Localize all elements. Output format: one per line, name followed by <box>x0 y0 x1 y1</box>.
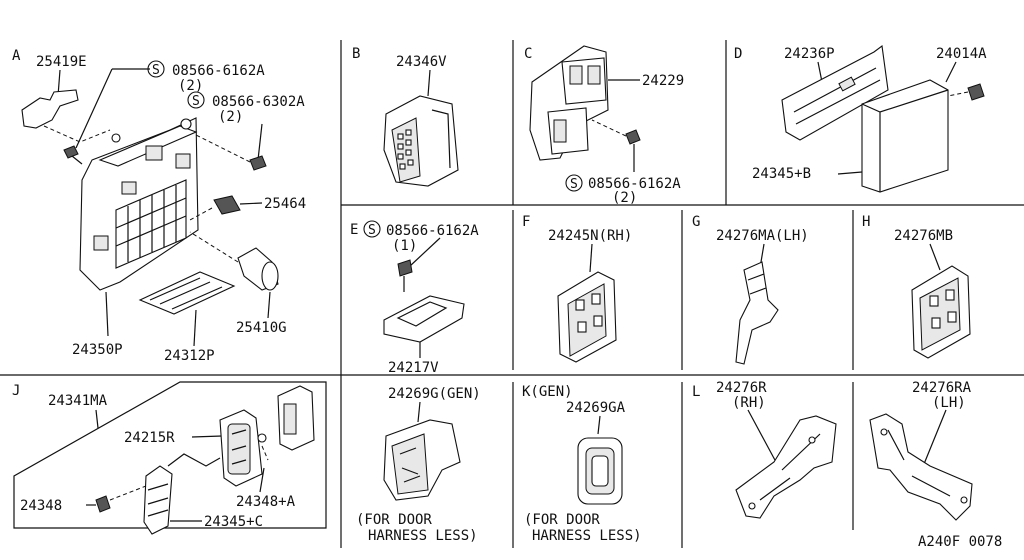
part-label-25419e: 25419E <box>36 54 87 70</box>
section-h: H 24276MB <box>862 214 971 359</box>
relay-socket <box>145 145 163 161</box>
part-label-24312p: 24312P <box>164 348 215 364</box>
note-k-line1: (FOR DOOR <box>524 512 600 528</box>
part-label-25410g: 25410G <box>236 320 287 336</box>
relay-socket <box>121 181 137 195</box>
relay-socket <box>93 235 109 251</box>
section-c-letter: C <box>524 46 532 62</box>
part-label-08566-6162a-c: 08566-6162A <box>588 176 681 192</box>
section-k: K(GEN) 24269GA (FOR DOOR HARNESS LESS) <box>522 384 642 544</box>
part-label-25464: 25464 <box>264 196 306 212</box>
part-label-24276mb: 24276MB <box>894 228 953 244</box>
grid-lines <box>0 40 1024 548</box>
fuse-25464 <box>213 195 241 215</box>
screw-symbol-icon <box>187 91 205 109</box>
note-k1-line1: (FOR DOOR <box>356 512 432 528</box>
bracket-25419e-shape <box>21 89 79 129</box>
section-d: D 24236P 24014A 24345+B <box>734 44 987 193</box>
part-label-24229: 24229 <box>642 73 684 89</box>
part-label-24276ra: 24276RA <box>912 380 972 396</box>
bracket-24217v <box>383 295 465 343</box>
screw-a-left <box>63 145 79 159</box>
connector-24345c <box>143 465 173 535</box>
part-label-24276r: 24276R <box>716 380 767 396</box>
qty-label-l-lh: (LH) <box>932 395 966 411</box>
relay-socket <box>175 153 191 169</box>
part-label-24350p: 24350P <box>72 342 123 358</box>
part-label-08566-6162a-e: 08566-6162A <box>386 223 479 239</box>
screw-symbol-letter: S <box>152 63 160 78</box>
note-k1-line2: HARNESS LESS) <box>368 528 478 544</box>
qty-label-l-rh: (RH) <box>732 395 766 411</box>
screw-symbol-icon <box>363 220 381 238</box>
section-b-letter: B <box>352 46 360 62</box>
fuse-slots <box>115 185 187 262</box>
cover-24312p <box>138 271 236 315</box>
section-a: A 25419E S 08566-6162A (2) S 08566-6302A… <box>12 48 306 364</box>
section-d-letter: D <box>734 46 742 62</box>
screw-a-right <box>249 155 267 171</box>
screw-symbol-letter: S <box>192 94 200 109</box>
qty-label-a1: (2) <box>178 78 203 94</box>
bracket-24236p <box>781 44 889 141</box>
section-e: E S 08566-6162A (1) 24217V <box>350 220 479 376</box>
part-label-24014a: 24014A <box>936 46 987 62</box>
part-label-24245n: 24245N(RH) <box>548 228 632 244</box>
part-label-24236p: 24236P <box>784 46 835 62</box>
section-h-letter: H <box>862 214 870 230</box>
part-label-08566-6162a-a: 08566-6162A <box>172 63 265 79</box>
qty-label-c: (2) <box>612 190 637 206</box>
qty-label-a2: (2) <box>218 109 243 125</box>
qty-label-e: (1) <box>392 238 417 254</box>
part-label-24341ma: 24341MA <box>48 393 108 409</box>
section-k-letter: K(GEN) <box>522 384 573 400</box>
kit-outline <box>13 381 327 529</box>
part-label-24345c: 24345+C <box>204 514 263 530</box>
section-k1: 24269G(GEN) (FOR DOOR HARNESS LESS) <box>356 386 481 544</box>
screw-symbol-icon <box>565 174 583 192</box>
bolt-24014a <box>967 83 985 101</box>
part-label-24348a: 24348+A <box>236 494 296 510</box>
note-k-line2: HARNESS LESS) <box>532 528 642 544</box>
screw-symbol-letter: S <box>368 223 376 238</box>
section-l-letter: L <box>692 384 700 400</box>
section-c: C 24229 S 08566-6162A (2) <box>524 45 684 206</box>
screw-24348 <box>95 495 111 513</box>
pin-grid <box>397 129 414 170</box>
drawing-code: A240F 0078 <box>918 534 1002 550</box>
part-label-24215r: 24215R <box>124 430 175 446</box>
section-f: F 24245N(RH) <box>522 214 632 363</box>
screw-c <box>625 129 641 145</box>
part-label-24276ma: 24276MA(LH) <box>716 228 809 244</box>
part-label-24345b: 24345+B <box>752 166 811 182</box>
section-f-letter: F <box>522 214 530 230</box>
bracket-24276ma <box>735 261 779 365</box>
ecu-24345b <box>861 79 949 193</box>
section-a-letter: A <box>12 48 21 64</box>
part-label-24217v: 24217V <box>388 360 439 376</box>
section-j: J 24341MA 24215R 24348 24348+A 24345+C <box>12 381 327 535</box>
screw-e <box>397 259 413 277</box>
part-label-24269ga: 24269GA <box>566 400 626 416</box>
part-label-08566-6302a: 08566-6302A <box>212 94 305 110</box>
section-g: G 24276MA(LH) <box>692 214 809 365</box>
part-label-24269g: 24269G(GEN) <box>388 386 481 402</box>
section-e-letter: E <box>350 222 358 238</box>
section-g-letter: G <box>692 214 700 230</box>
screw-symbol-letter: S <box>570 177 578 192</box>
section-l: L 24276R (RH) 24276RA (LH) <box>692 380 973 521</box>
part-label-24346v: 24346V <box>396 54 447 70</box>
section-b: B 24346V <box>352 46 459 187</box>
section-j-letter: J <box>12 383 20 399</box>
part-label-24348: 24348 <box>20 498 62 514</box>
